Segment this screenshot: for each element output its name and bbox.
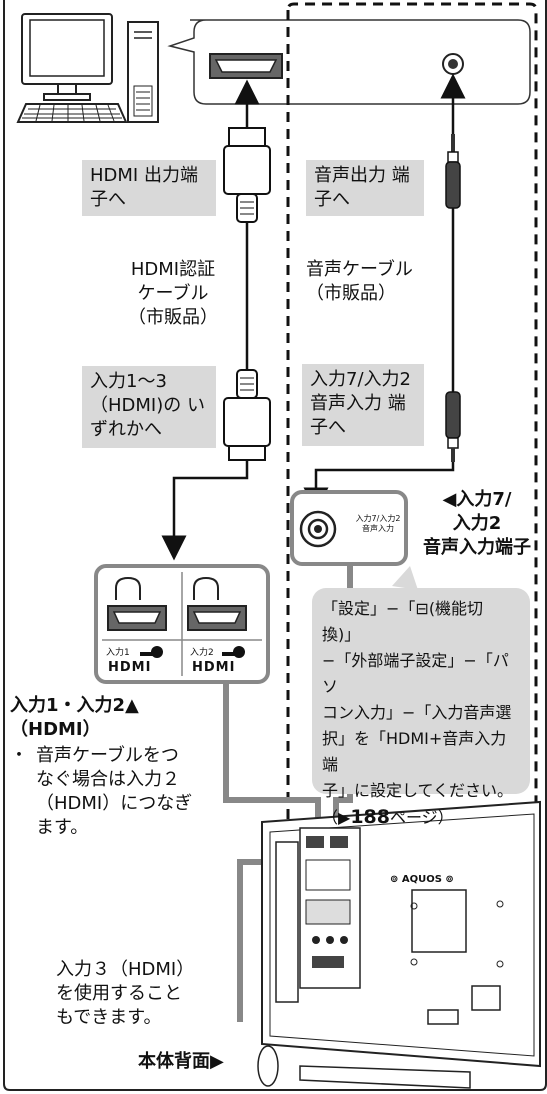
input3-note: 入力３（HDMI） を使用すること もできます。 — [56, 959, 195, 1028]
port-1-label: 入力1 — [106, 648, 130, 658]
label-audio-cable: 音声ケーブル （市販品） — [306, 259, 413, 304]
outer-frame — [3, 0, 547, 1091]
leader-hdmi — [223, 682, 321, 832]
note-pointer — [392, 566, 418, 590]
pc-tower-icon — [127, 21, 159, 123]
hdmi-arrow-down — [161, 460, 249, 561]
callout-hdmi-output: HDMI 出力端子へ — [82, 160, 216, 216]
hdmi-plug-top — [223, 127, 271, 223]
audio-plug-top — [445, 134, 461, 209]
settings-note: 「設定」−「⊟(機能切換)」 −「外部端子設定」−「パソ コン入力」−「入力音声… — [312, 588, 530, 828]
pc-hdmi-port — [209, 53, 283, 79]
hdmi-section-title: 入力1・入力2▲ （HDMI） — [10, 695, 139, 740]
callout-hdmi-input: 入力1〜3 （HDMI)の いずれかへ — [82, 366, 216, 448]
hdmi-port-2 — [187, 576, 247, 631]
audio-terminal-title: ◀入力7/ 入力2 音声入力端子 — [423, 489, 531, 558]
settings-note-ref: （▶188ページ） — [322, 804, 520, 831]
note-ref-page: 188 — [350, 806, 390, 828]
hdmi-section-bullet: ・ — [10, 745, 28, 766]
note-ref-suffix: ページ） — [389, 808, 454, 827]
audio-jack-label: 入力7/入力2 音声入力 — [355, 514, 401, 533]
callout-audio-output: 音声出力 端子へ — [306, 160, 424, 216]
settings-note-text: 「設定」−「⊟(機能切換)」 −「外部端子設定」−「パソ コン入力」−「入力音声… — [322, 599, 514, 800]
port-number-markers — [140, 646, 245, 658]
port-2-label: 入力2 — [190, 648, 214, 658]
pc-port-box — [167, 19, 531, 105]
tv-rear-illustration — [257, 800, 541, 1089]
note-ref-prefix: （▶ — [322, 808, 351, 827]
pc-monitor-icon — [21, 13, 113, 101]
hdmi-section-body: 音声ケーブルをつ なぐ場合は入力２ （HDMI）につなぎ ます。 — [36, 745, 193, 838]
hdmi-port-1 — [107, 576, 167, 631]
keyboard-icon — [16, 103, 128, 123]
hdmi-logo-2: HDMI — [192, 660, 236, 675]
hdmi-logo-1: HDMI — [108, 660, 152, 675]
audio-terminal-jack — [299, 510, 337, 548]
rear-label: 本体背面▶ — [138, 1051, 224, 1072]
hdmi-plug-bottom — [223, 369, 271, 461]
audio-arrow-down — [303, 462, 455, 513]
label-hdmi-cable: HDMI認証 ケーブル （市販品） — [128, 259, 218, 328]
callout-audio-input: 入力7/入力2 音声入力 端子へ — [302, 364, 424, 446]
pc-audio-jack — [442, 53, 464, 75]
tv-brand-logo: ⊚ AQUOS ⊚ — [390, 874, 454, 885]
audio-plug-bottom — [445, 391, 461, 462]
